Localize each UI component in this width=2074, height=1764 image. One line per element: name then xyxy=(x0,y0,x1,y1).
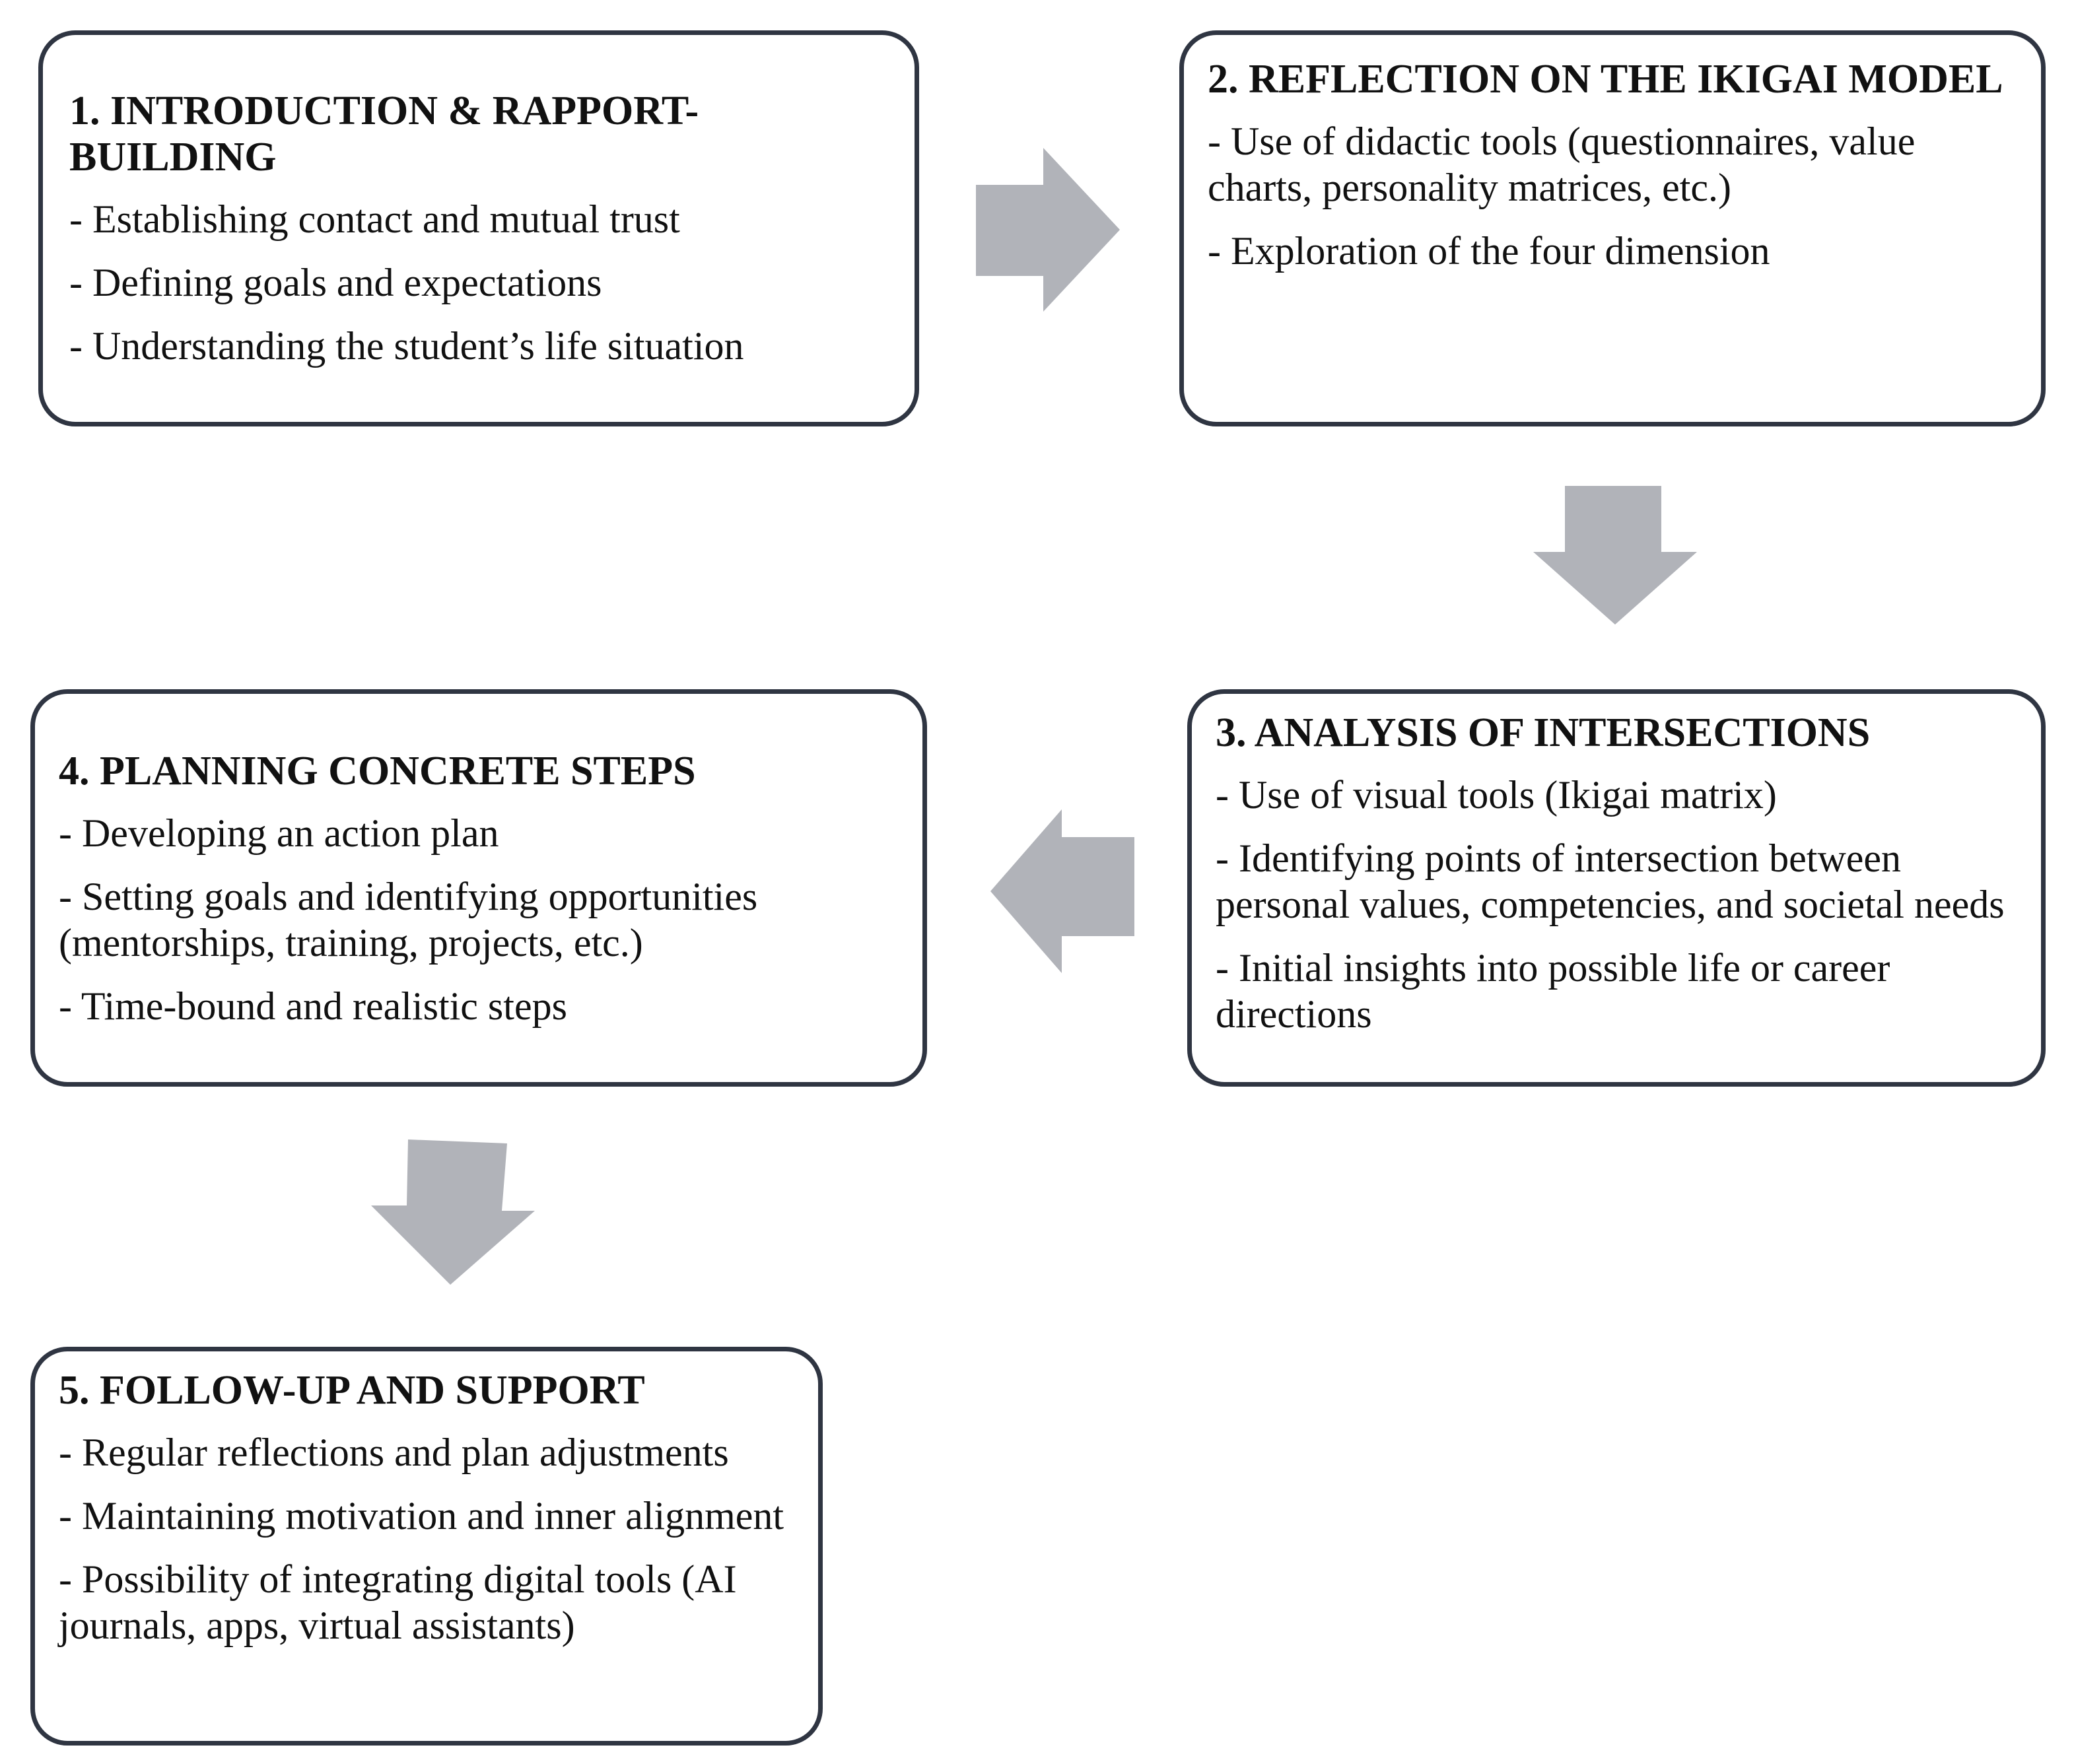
step-4-title: 4. PLANNING CONCRETE STEPS xyxy=(59,749,696,794)
step-1-item-2: - Defining goals and expectations xyxy=(69,261,602,304)
step-2-title: 2. REFLECTION ON THE IKIGAI MODEL xyxy=(1208,57,2003,102)
step-4-item-1: - Developing an action plan xyxy=(59,811,499,855)
step-2-item-1: - Use of didactic tools (questionnaires,… xyxy=(1208,119,1916,209)
step-2-item-2: - Exploration of the four dimension xyxy=(1208,229,1770,273)
arrow-left-icon xyxy=(990,809,1134,973)
step-5-item-3: - Possibility of integrating digital too… xyxy=(59,1557,737,1647)
step-2-box: 2. REFLECTION ON THE IKIGAI MODEL - Use … xyxy=(1179,30,2046,426)
step-4-box: 4. PLANNING CONCRETE STEPS - Developing … xyxy=(30,689,927,1087)
step-5-title: 5. FOLLOW-UP AND SUPPORT xyxy=(59,1368,645,1413)
step-5-box: 5. FOLLOW-UP AND SUPPORT - Regular refle… xyxy=(30,1347,823,1746)
step-4-item-2: - Setting goals and identifying opportun… xyxy=(59,875,758,965)
step-1-item-1: - Establishing contact and mutual trust xyxy=(69,197,680,241)
step-5-item-2: - Maintaining motivation and inner align… xyxy=(59,1494,784,1538)
arrow-down-icon xyxy=(1533,486,1697,625)
arrow-right-icon xyxy=(976,148,1120,312)
step-3-title: 3. ANALYSIS OF INTERSECTIONS xyxy=(1216,710,1871,755)
step-1-item-3: - Understanding the student’s life situa… xyxy=(69,324,744,368)
step-1-title: 1. INTRODUCTION & RAPPORT-BUILDING xyxy=(69,88,699,180)
step-1-box: 1. INTRODUCTION & RAPPORT-BUILDING - Est… xyxy=(38,30,919,426)
arrow-down-icon xyxy=(371,1139,535,1285)
step-3-item-1: - Use of visual tools (Ikigai matrix) xyxy=(1216,773,1777,817)
step-3-box: 3. ANALYSIS OF INTERSECTIONS - Use of vi… xyxy=(1187,689,2046,1087)
step-3-item-3: - Initial insights into possible life or… xyxy=(1216,946,1890,1036)
step-4-item-3: - Time-bound and realistic steps xyxy=(59,984,567,1028)
step-3-item-2: - Identifying points of intersection bet… xyxy=(1216,836,2005,926)
step-5-item-1: - Regular reflections and plan adjustmen… xyxy=(59,1431,729,1474)
